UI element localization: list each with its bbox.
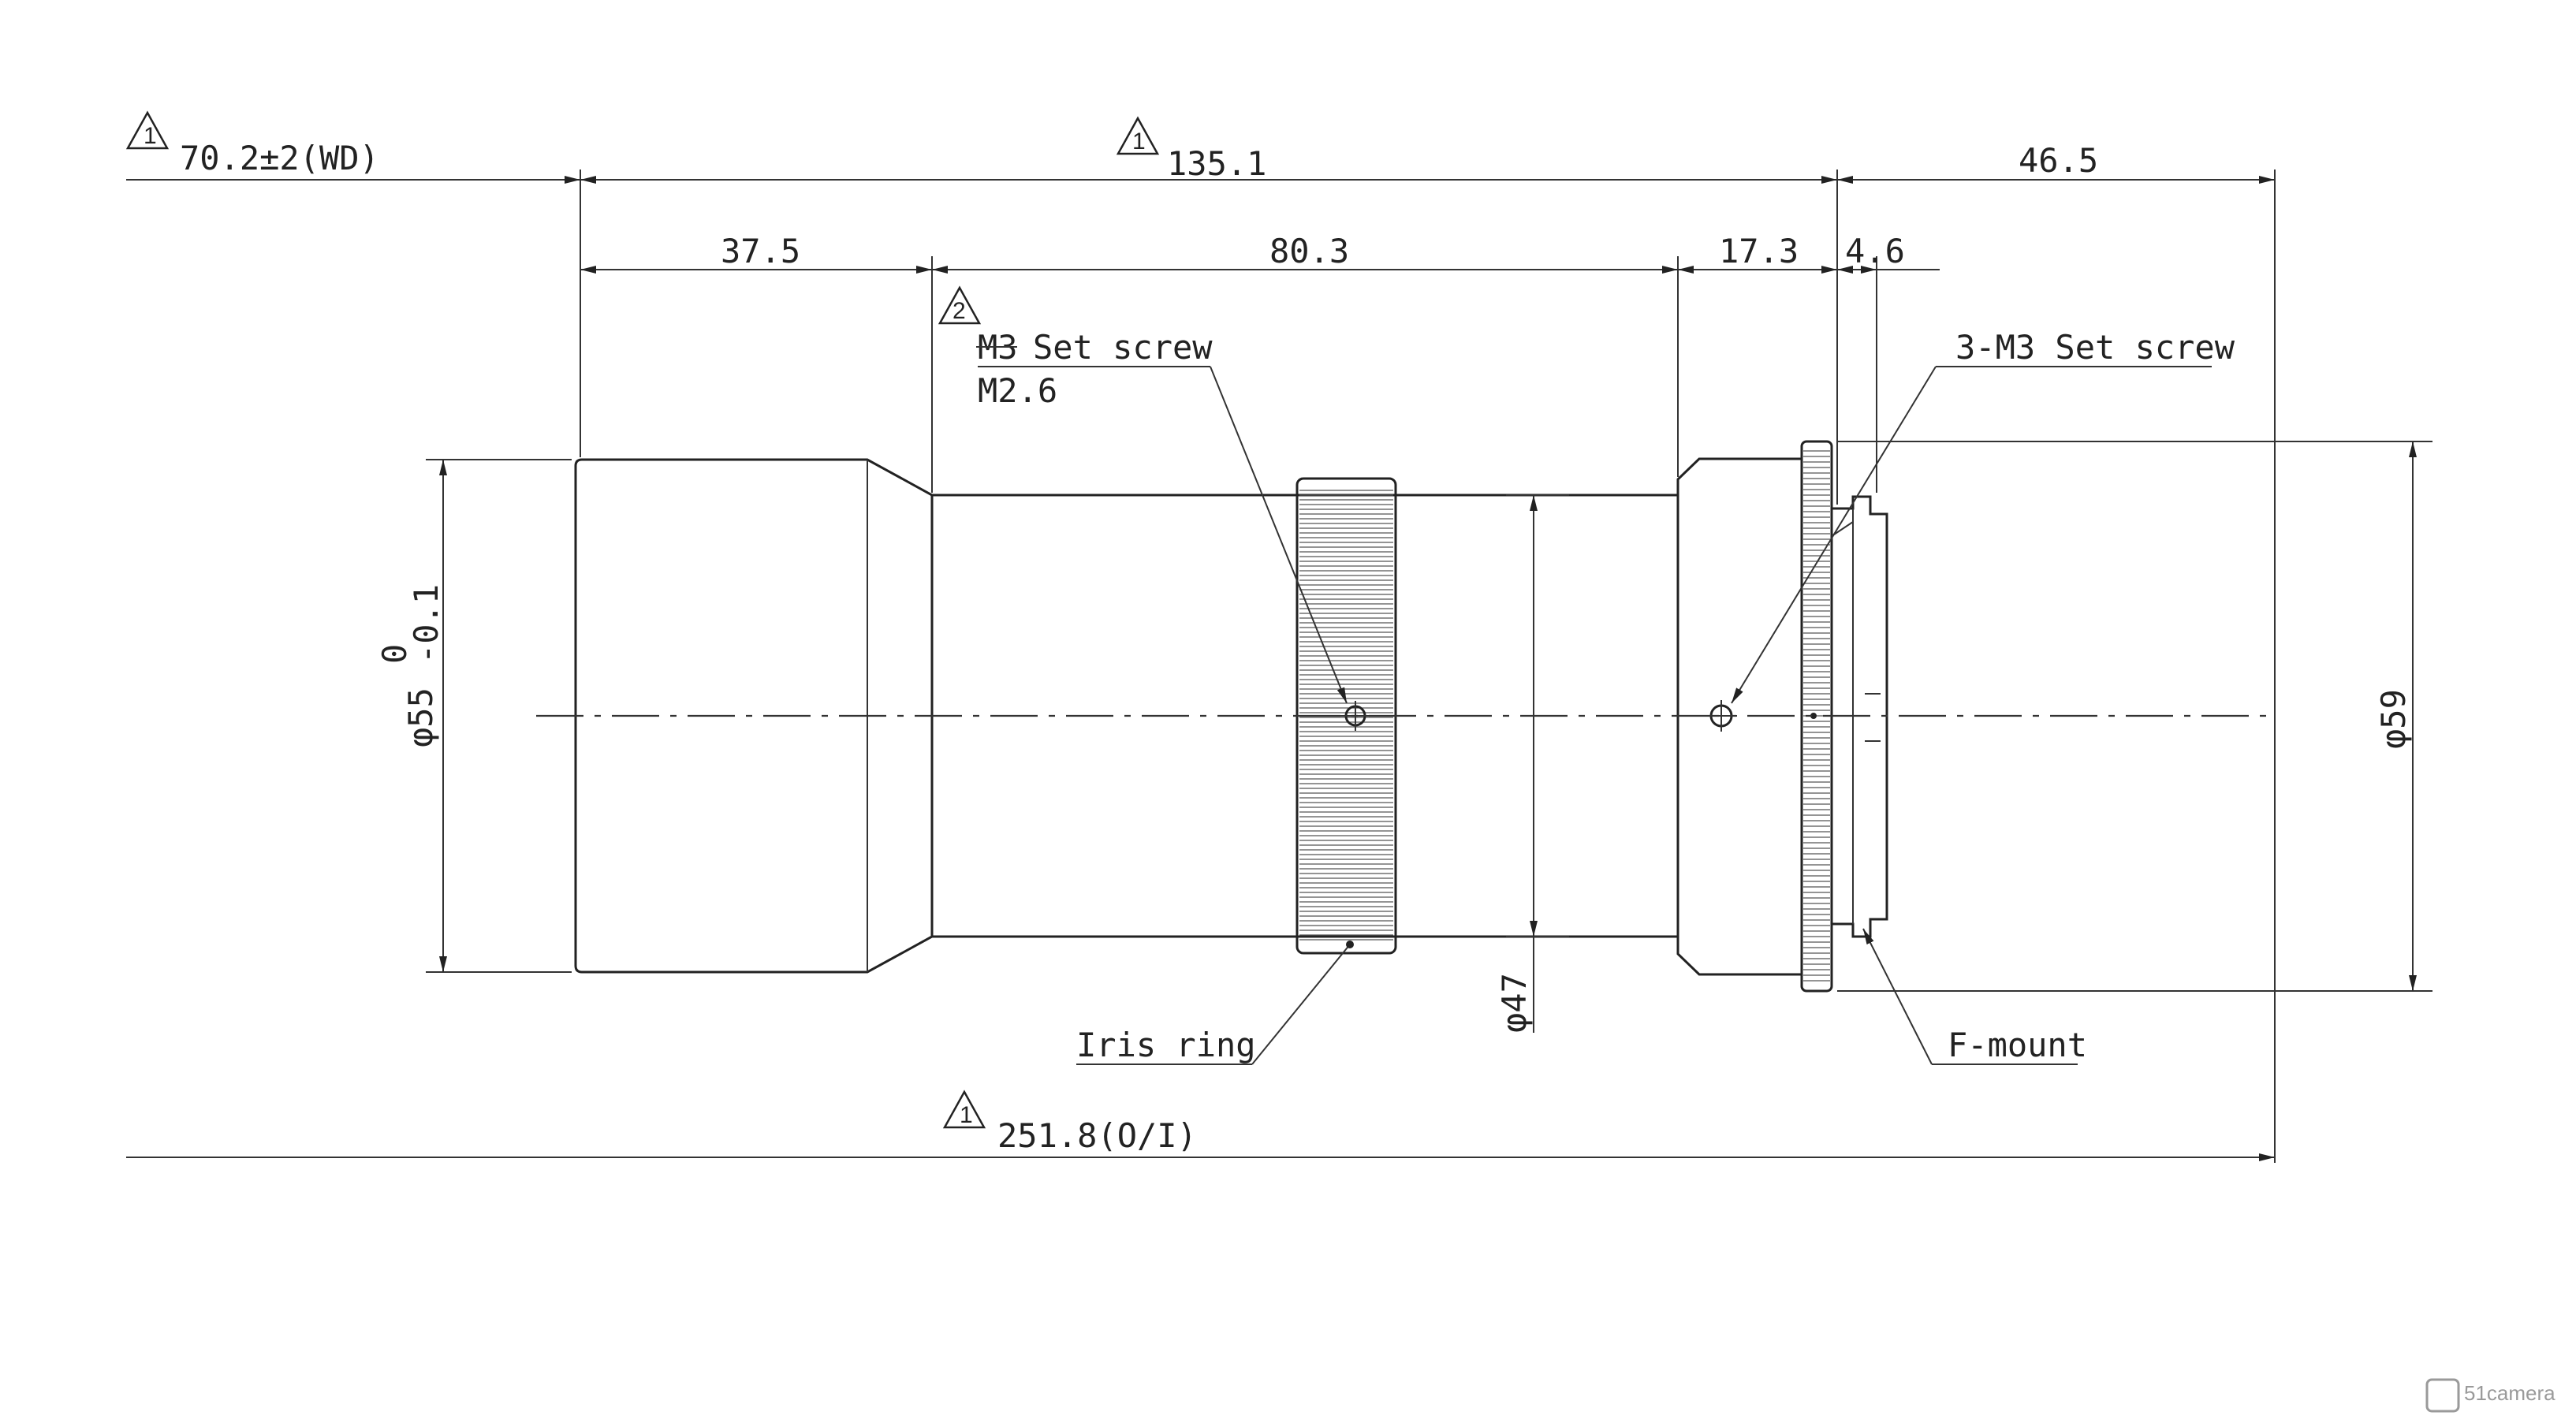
callout-setscrew-new: M2.6 <box>978 371 1057 410</box>
callout-f-mount: F-mount <box>1948 1026 2087 1064</box>
revision-marker-setscrew: 2 <box>938 285 982 325</box>
extension-lines <box>426 169 2432 1163</box>
dim-total: 251.8(O/I) <box>997 1116 1197 1155</box>
dim-dia55-tol-lower: -0.1 <box>407 584 445 664</box>
callout-setscrew-suffix: Set screw <box>1033 328 1213 367</box>
dim-37: 37.5 <box>721 232 800 270</box>
dim-4: 4.6 <box>1845 232 1905 270</box>
dimension-lines <box>126 176 2417 1161</box>
dim-135: 135.1 <box>1167 144 1266 183</box>
revision-number: 2 <box>952 298 966 324</box>
watermark: 51camera <box>2425 1378 2555 1413</box>
revision-number: 1 <box>960 1102 973 1128</box>
revision-marker-total: 1 <box>942 1090 986 1129</box>
dim-dia55: φ55 <box>401 687 440 747</box>
dim-dia55-tol-upper: 0 <box>375 644 414 664</box>
iris-ring-knurl <box>1299 490 1393 941</box>
front-barrel <box>574 458 934 974</box>
revision-number: 1 <box>144 123 157 149</box>
revision-marker-135: 1 <box>1116 116 1160 155</box>
callout-3m3-setscrew: 3-M3 Set screw <box>1955 328 2235 367</box>
leader-lines <box>978 366 2212 1065</box>
dim-working-distance: 70.2±2(WD) <box>180 139 379 177</box>
dim-dia59: φ59 <box>2374 689 2413 749</box>
dim-46: 46.5 <box>2019 141 2098 180</box>
dim-80: 80.3 <box>1269 232 1349 270</box>
revision-marker-wd: 1 <box>125 110 170 150</box>
dim-dia47: φ47 <box>1495 973 1534 1033</box>
callout-iris-ring: Iris ring <box>1076 1026 1256 1064</box>
watermark-text: 51camera <box>2464 1381 2555 1405</box>
dim-17: 17.3 <box>1719 232 1799 270</box>
revision-number: 1 <box>1132 129 1146 155</box>
lens-body <box>574 440 1888 993</box>
